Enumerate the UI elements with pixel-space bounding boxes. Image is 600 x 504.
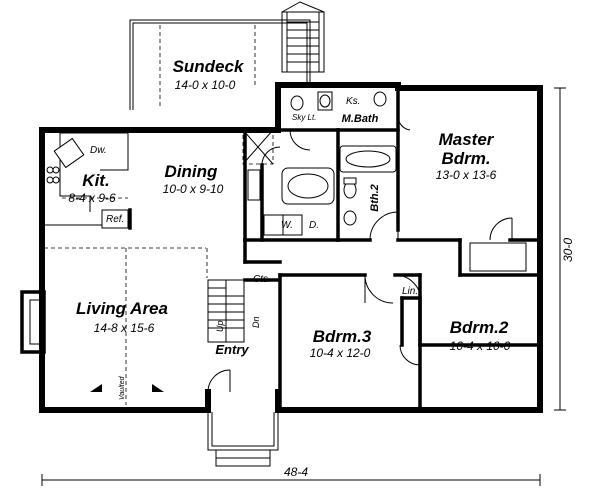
- fixture-labels: Dw. Ref. Ks. Sky Lt. W. D. Cts. Lin. Up …: [90, 96, 418, 400]
- entry-label: Entry: [215, 342, 249, 357]
- front-porch: [207, 410, 279, 467]
- kitchen-label: Kit.: [82, 171, 109, 190]
- washer-label: W.: [281, 220, 293, 231]
- dishwasher-label: Dw.: [90, 145, 107, 156]
- kitchen-fixtures: [43, 132, 129, 229]
- dining-label: Dining: [165, 162, 218, 181]
- door-swings: [207, 115, 513, 393]
- master-label-1: Master: [439, 130, 495, 149]
- deck-stairs: [281, 1, 325, 73]
- windows: [39, 140, 543, 395]
- fireplace: [20, 290, 46, 354]
- master-label-2: Bdrm.: [441, 149, 490, 168]
- dryer-label: D.: [309, 220, 319, 231]
- cts-label: Cts.: [253, 274, 271, 285]
- interior-stairs: [207, 279, 245, 343]
- bath2-label: Bth.2: [369, 184, 381, 212]
- stairs-up-label: Up: [215, 320, 225, 332]
- overall-width-label: 48-4: [284, 465, 308, 479]
- dining-dim: 10-0 x 9-10: [163, 182, 224, 196]
- skylight-label: Sky Lt.: [292, 113, 316, 122]
- master-dim: 13-0 x 13-6: [436, 168, 497, 182]
- overall-depth-label: 30-0: [561, 238, 575, 262]
- bdrm2-label: Bdrm.2: [450, 318, 509, 337]
- sundeck-label: Sundeck: [173, 57, 245, 76]
- dimension-labels: 48-4 30-0: [284, 238, 575, 479]
- bdrm3-label: Bdrm.3: [313, 327, 372, 346]
- mbath-label: M.Bath: [342, 113, 379, 125]
- kitchen-dim: 8-4 x 9-6: [68, 191, 116, 205]
- ks-label: Ks.: [346, 96, 360, 107]
- stairs-down-label: Dn: [251, 316, 261, 328]
- linen-label: Lin.: [402, 286, 418, 297]
- sundeck-dim: 14-0 x 10-0: [175, 78, 236, 92]
- bdrm2-dim: 10-4 x 10-0: [450, 339, 511, 353]
- bdrm3-dim: 10-4 x 12-0: [310, 346, 371, 360]
- vaulted-label: Vaulted: [119, 375, 126, 400]
- bath-fixtures: [242, 91, 397, 236]
- ref-label: Ref.: [106, 214, 124, 225]
- living-dim: 14-8 x 15-6: [94, 321, 155, 335]
- living-label: Living Area: [76, 299, 168, 318]
- interior-walls: [102, 86, 542, 412]
- room-labels: Sundeck 14-0 x 10-0 Master Bdrm. 13-0 x …: [68, 57, 510, 360]
- vaulted-lines: [44, 247, 208, 405]
- dimension-lines: [41, 87, 566, 486]
